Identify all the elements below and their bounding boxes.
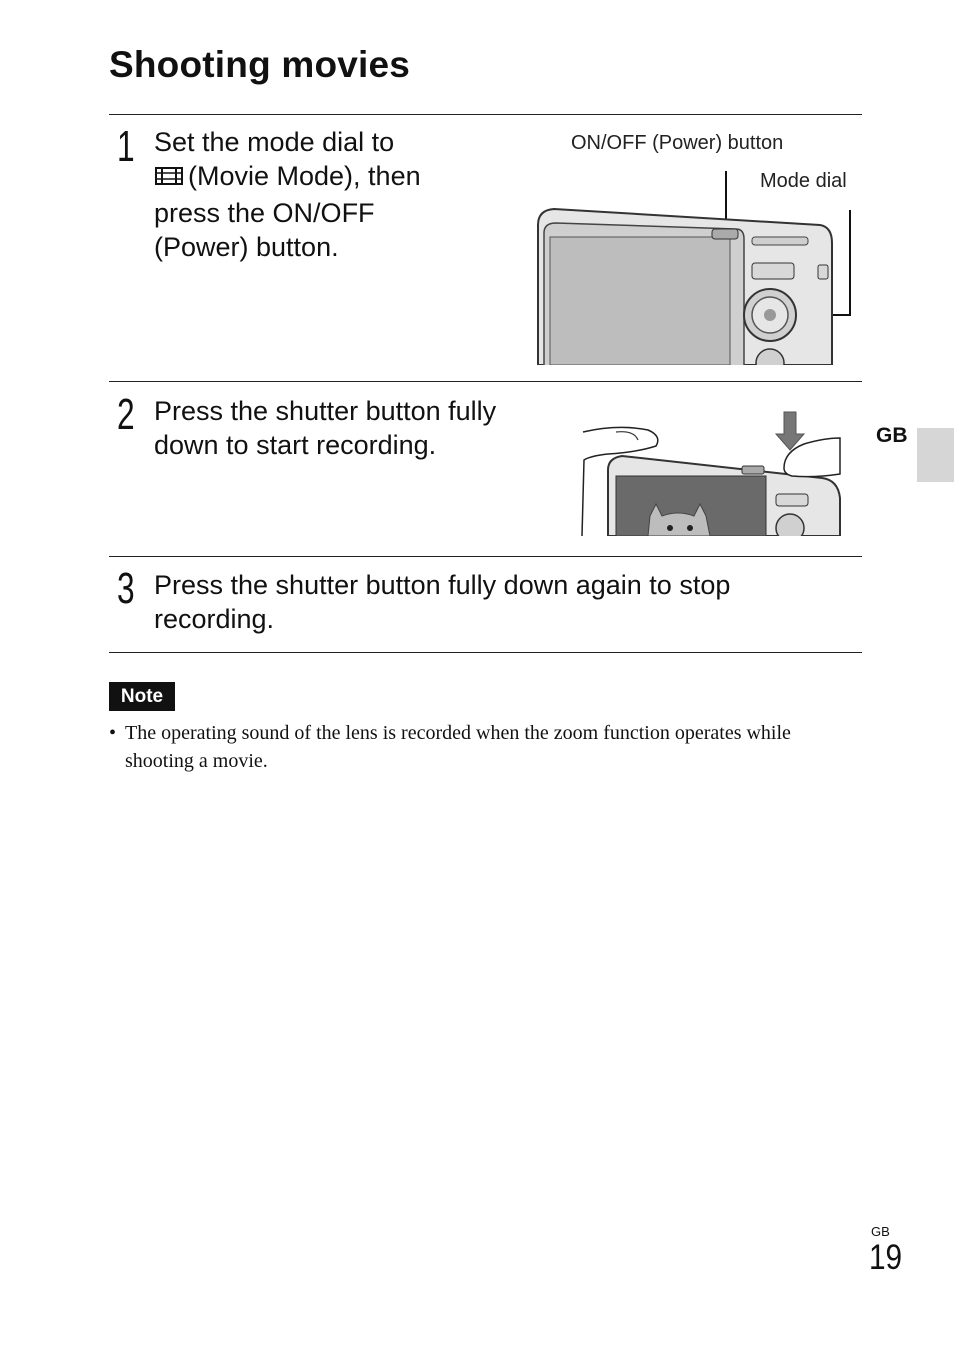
step-3-number: 3 xyxy=(117,564,135,613)
page-number: 19 xyxy=(869,1238,903,1277)
divider-bottom xyxy=(109,652,862,653)
footer-language: GB xyxy=(871,1224,890,1239)
step-2-text: Press the shutter button fully down to s… xyxy=(154,396,497,460)
callout-mode-dial: Mode dial xyxy=(760,170,847,192)
callout-power-button: ON/OFF (Power) button xyxy=(571,132,784,154)
step-3-text: Press the shutter button fully down agai… xyxy=(154,570,731,634)
divider-step-3 xyxy=(109,556,862,557)
divider-top xyxy=(109,114,862,115)
camera-shutter-illustration xyxy=(581,411,841,536)
page-title: Shooting movies xyxy=(109,44,411,85)
step-1-line-3: press the ON/OFF xyxy=(154,198,375,228)
note-bullet: • xyxy=(109,722,117,744)
side-tab xyxy=(917,428,954,482)
note-text: The operating sound of the lens is recor… xyxy=(125,722,791,772)
note-item: • The operating sound of the lens is rec… xyxy=(109,719,829,775)
step-2-number: 2 xyxy=(117,390,135,439)
divider-step-2 xyxy=(109,381,862,382)
step-1-line-4: (Power) button. xyxy=(154,232,339,262)
movie-mode-icon xyxy=(154,162,184,196)
step-1-line-1: Set the mode dial to xyxy=(154,127,395,157)
step-1-line-2-text: (Movie Mode), then xyxy=(188,161,421,191)
camera-top-illustration xyxy=(537,171,851,365)
step-1-line-2: (Movie Mode), then xyxy=(154,159,484,196)
step-1-number: 1 xyxy=(117,122,135,171)
note-label: Note xyxy=(109,682,175,711)
step-1-text: Set the mode dial to (Movie Mode), then … xyxy=(154,125,484,264)
side-tab-label: GB xyxy=(876,424,908,447)
